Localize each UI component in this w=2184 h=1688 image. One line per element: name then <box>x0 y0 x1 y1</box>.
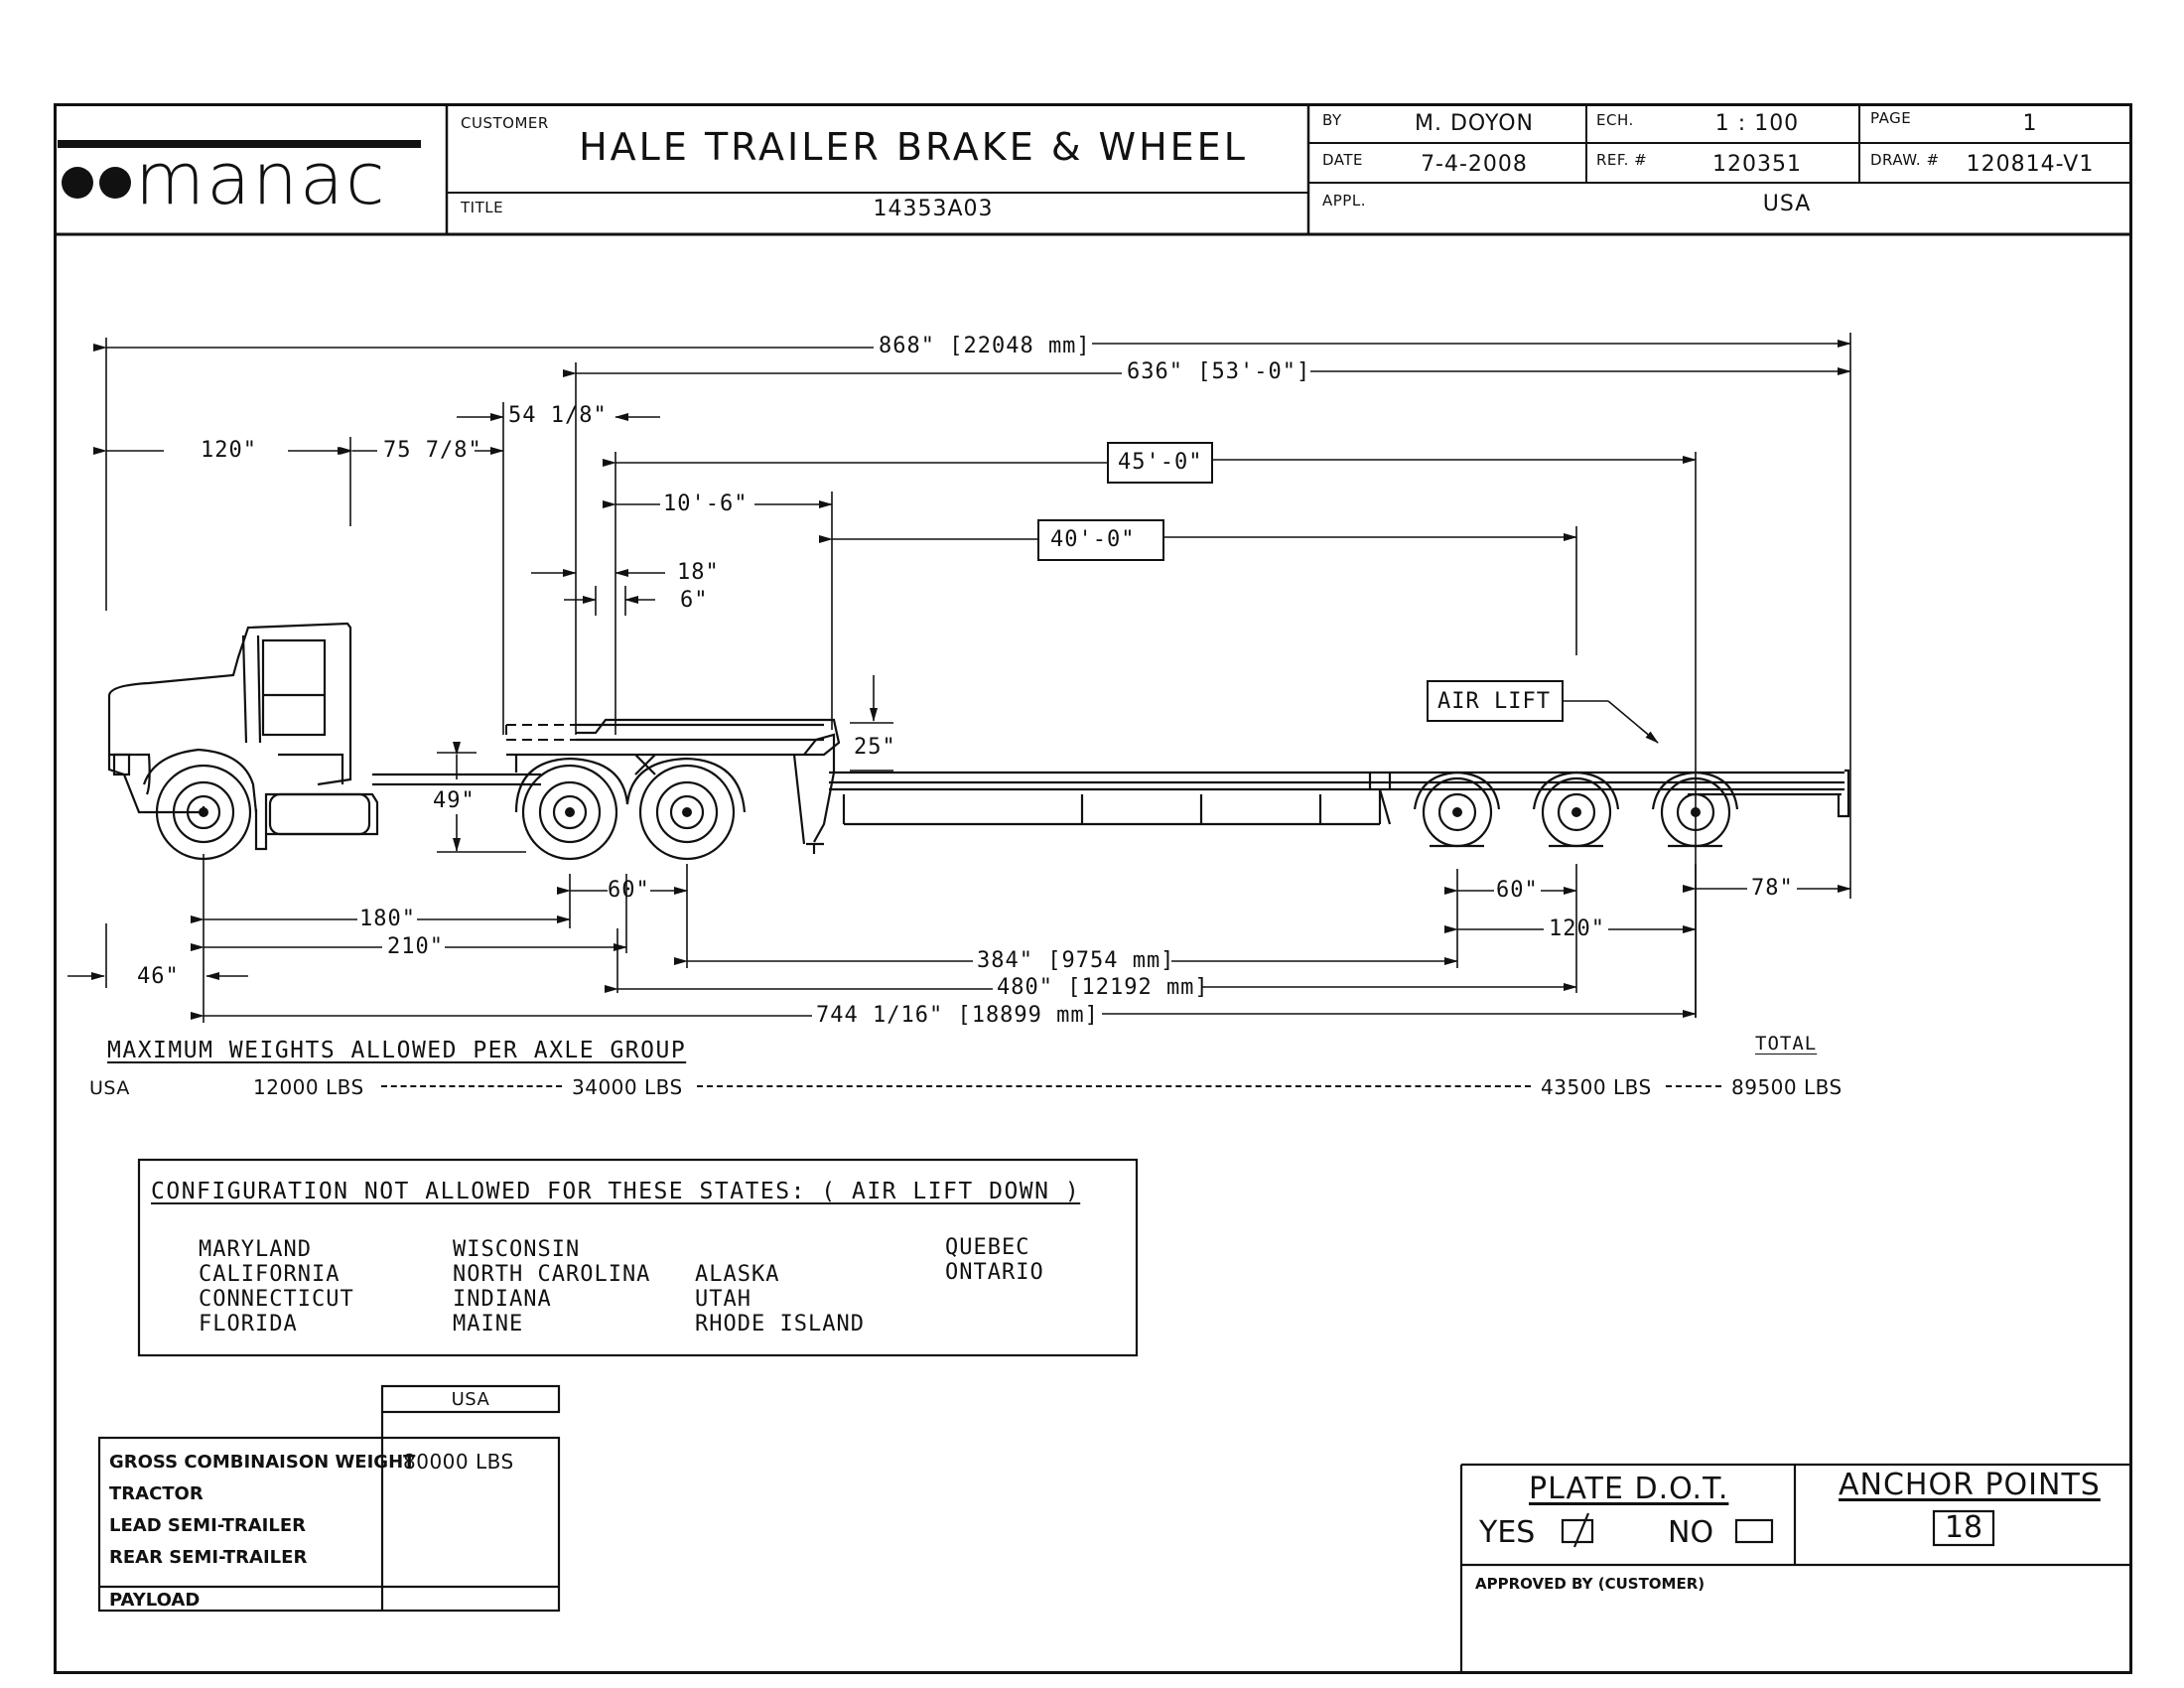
state-item: CONNECTICUT <box>199 1287 354 1312</box>
tractor-drawing <box>107 622 841 851</box>
dim-480: 480" [12192 mm] <box>997 975 1209 1000</box>
gcw-header: USA <box>451 1389 490 1410</box>
air-lift-label: AIR LIFT <box>1437 689 1551 714</box>
weights-leader-3 <box>1666 1085 1721 1087</box>
dim-deck-40: 40'-0" <box>1050 527 1136 552</box>
weights-leader-1 <box>381 1085 562 1087</box>
dim-tandem-60: 60" <box>608 878 650 903</box>
weights-total-label: TOTAL <box>1755 1033 1818 1055</box>
state-item: ONTARIO <box>945 1260 1044 1285</box>
plate-yes-label: YES <box>1479 1515 1536 1550</box>
anchor-points-heading: ANCHOR POINTS <box>1839 1468 2101 1502</box>
appl-label: APPL. <box>1322 192 1366 210</box>
ref-label: REF. # <box>1596 151 1648 169</box>
page-value: 1 <box>2022 111 2038 136</box>
dim-upper-deck: 10'-6" <box>663 492 749 516</box>
dim-384: 384" [9754 mm] <box>977 948 1175 973</box>
dim-744: 744 1/16" [18899 mm] <box>816 1003 1099 1028</box>
customer-name: HALE TRAILER BRAKE & WHEEL <box>579 125 1248 169</box>
weight-trailer: 43500 LBS <box>1541 1075 1652 1099</box>
dim-rear-60: 60" <box>1496 878 1539 903</box>
weights-leader-2 <box>697 1085 1531 1087</box>
dim-180: 180" <box>359 907 416 931</box>
date-label: DATE <box>1322 151 1364 169</box>
ech-label: ECH. <box>1596 111 1634 129</box>
dim-49: 49" <box>433 788 476 813</box>
dim-deck: 636" [53'-0"] <box>1127 359 1311 384</box>
draw-label: DRAW. # <box>1870 151 1940 169</box>
state-item: INDIANA <box>453 1287 552 1312</box>
dim-rear-78: 78" <box>1751 876 1794 901</box>
approved-by-label: APPROVED BY (CUSTOMER) <box>1475 1575 1706 1593</box>
weight-steer: 12000 LBS <box>253 1075 364 1099</box>
manac-logo: manac <box>135 137 387 220</box>
weights-heading: MAXIMUM WEIGHTS ALLOWED PER AXLE GROUP <box>107 1038 687 1063</box>
state-item: WISCONSIN <box>453 1237 581 1262</box>
gcw-value: 80000 LBS <box>403 1450 514 1474</box>
dim-210: 210" <box>387 934 444 959</box>
state-item: RHODE ISLAND <box>695 1312 865 1336</box>
config-col-1: MARYLAND CALIFORNIA CONNECTICUT FLORIDA <box>199 1237 354 1336</box>
gcw-row-tractor: TRACTOR <box>109 1483 204 1504</box>
config-col-2: WISCONSIN NORTH CAROLINA INDIANA MAINE <box>453 1237 650 1336</box>
dim-tractor-mid: 75 7/8" <box>383 438 482 463</box>
weight-drive: 34000 LBS <box>572 1075 683 1099</box>
dim-25: 25" <box>854 735 896 760</box>
config-heading: CONFIGURATION NOT ALLOWED FOR THESE STAT… <box>151 1179 1081 1204</box>
anchor-points-value: 18 <box>1944 1510 1983 1545</box>
dim-46: 46" <box>137 964 180 989</box>
config-col-3: ALASKA UTAH RHODE ISLAND <box>695 1262 865 1336</box>
ref-value: 120351 <box>1712 152 1802 177</box>
by-label: BY <box>1322 111 1342 129</box>
state-item: ALASKA <box>695 1262 780 1287</box>
dim-overall: 868" [22048 mm] <box>879 334 1091 358</box>
drawing-frame <box>54 103 2132 1674</box>
weights-region: USA <box>89 1077 130 1099</box>
gcw-row-lead: LEAD SEMI-TRAILER <box>109 1515 306 1536</box>
dim-18: 18" <box>677 560 720 585</box>
tractor-wheels <box>155 757 747 861</box>
dim-kingpin-gap: 54 1/8" <box>508 403 608 428</box>
scale-value: 1 : 100 <box>1714 111 1800 136</box>
state-item: MARYLAND <box>199 1237 312 1262</box>
title-label: TITLE <box>461 199 504 216</box>
customer-label: CUSTOMER <box>461 114 549 132</box>
dim-120-rear: 120" <box>1549 916 1605 941</box>
config-col-4: QUEBEC ONTARIO <box>945 1235 1044 1285</box>
by-value: M. DOYON <box>1414 111 1535 136</box>
gcw-row-gross: GROSS COMBINAISON WEIGHT <box>109 1452 416 1473</box>
page-label: PAGE <box>1870 109 1912 127</box>
plate-no-label: NO <box>1668 1515 1714 1550</box>
state-item: QUEBEC <box>945 1235 1030 1260</box>
payload-label: PAYLOAD <box>109 1590 201 1611</box>
appl-value: USA <box>1762 192 1812 216</box>
weight-total: 89500 LBS <box>1731 1075 1843 1099</box>
plate-dot-heading: PLATE D.O.T. <box>1529 1472 1729 1506</box>
config-box <box>137 1158 1139 1357</box>
state-item: UTAH <box>695 1287 751 1312</box>
trailer-drawing <box>792 733 1850 854</box>
gcw-row-rear: REAR SEMI-TRAILER <box>109 1547 308 1568</box>
date-value: 7-4-2008 <box>1421 152 1528 177</box>
dim-6: 6" <box>680 588 709 613</box>
state-item: CALIFORNIA <box>199 1262 341 1287</box>
state-item: FLORIDA <box>199 1312 298 1336</box>
logo-bar <box>58 140 421 148</box>
state-item: MAINE <box>453 1312 524 1336</box>
draw-value: 120814-V1 <box>1966 152 2095 177</box>
state-item: NORTH CAROLINA <box>453 1262 651 1287</box>
title-value: 14353A03 <box>873 197 994 221</box>
dim-tractor-front: 120" <box>201 438 257 463</box>
dim-deck-45: 45'-0" <box>1118 450 1203 475</box>
